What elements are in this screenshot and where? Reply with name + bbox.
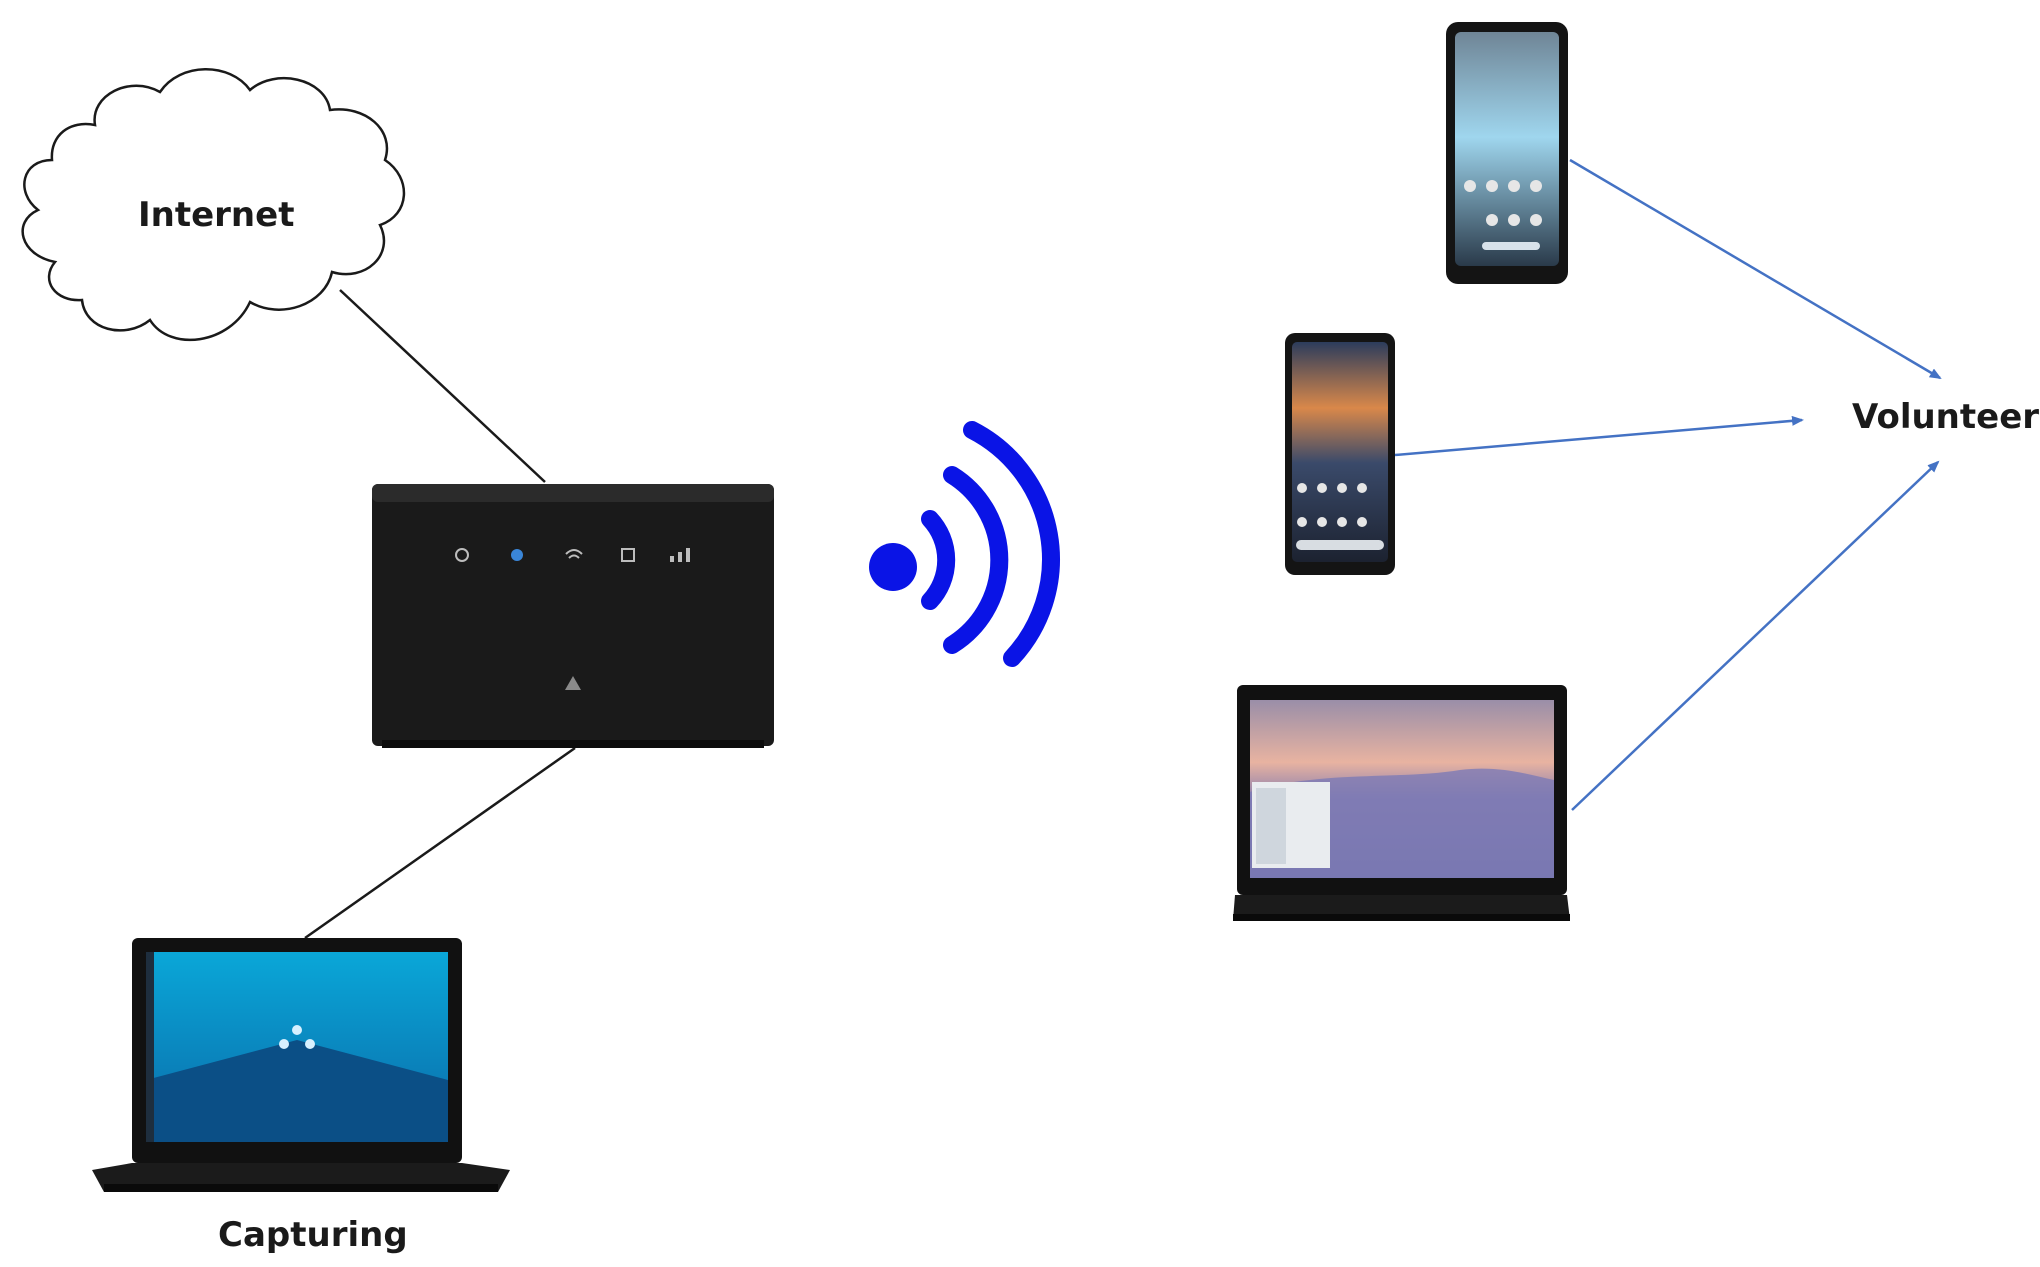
- smartphone-middle-icon: [1285, 333, 1395, 575]
- internet-label: Internet: [138, 195, 295, 235]
- capturing-laptop-icon: [92, 938, 510, 1192]
- wifi-signal-icon: [869, 421, 1060, 667]
- smartphone-top-icon: [1446, 22, 1568, 284]
- volunteer-laptop-icon: [1233, 685, 1570, 921]
- volunteers-label: Volunteers: [1852, 397, 2040, 437]
- internet-cloud: [21, 68, 406, 342]
- edge-router-capturing: [304, 746, 576, 940]
- edge-phone-middle-volunteers: [1394, 415, 1804, 457]
- edge-internet-router: [339, 289, 546, 483]
- edge-phone-top-volunteers: [1569, 158, 1942, 380]
- edge-laptop-volunteers: [1571, 460, 1940, 811]
- router-icon: [372, 484, 774, 748]
- capturing-label: Capturing: [218, 1215, 408, 1255]
